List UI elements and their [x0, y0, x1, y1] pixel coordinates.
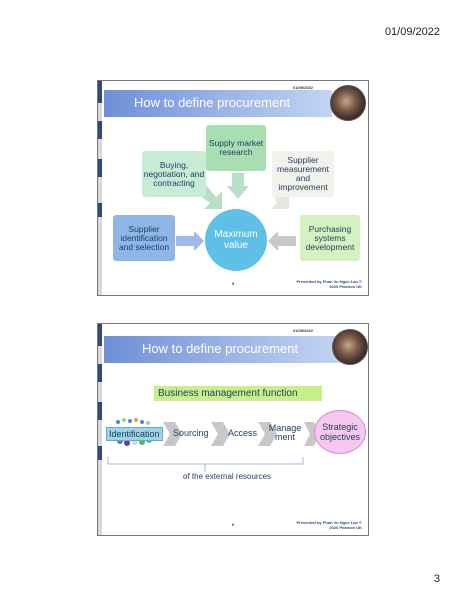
- credit-line2: 2020 Pearson UK: [329, 284, 362, 289]
- title-bar: How to define procurement: [104, 336, 340, 363]
- left-decoration: [98, 81, 102, 295]
- slide-title: How to define procurement: [142, 341, 299, 356]
- box-purchasing-systems: Purchasing systems development: [300, 215, 360, 261]
- box-supplier-measurement: Supplier measurement and improvement: [272, 151, 334, 197]
- process-chevrons: [107, 418, 320, 472]
- slide-date: 01/09/2022: [292, 328, 313, 333]
- slide-5-thumbnail[interactable]: 01/09/2022 How to define procurement Sup…: [97, 80, 369, 296]
- arrow-right: [176, 231, 204, 251]
- credit-line2: 2020 Pearson UK: [329, 525, 362, 530]
- slide-credit: Presented by Phan Vu Ngoc Lan © 2020 Pea…: [297, 520, 362, 530]
- bracket: [107, 457, 304, 465]
- chevron-3: [258, 422, 277, 446]
- step-sourcing: Sourcing: [173, 428, 209, 438]
- strategic-objectives: Strategic objectives: [314, 410, 366, 454]
- slide-number: 5: [232, 281, 235, 286]
- step-access: Access: [228, 428, 258, 438]
- presenter-photo: [330, 85, 366, 121]
- chevron-2: [211, 422, 230, 446]
- credit-line1: Presented by Phan Vu Ngoc Lan ©: [296, 520, 362, 525]
- left-decoration: [98, 324, 102, 535]
- maximum-value-circle: Maximum value: [205, 209, 267, 271]
- slide-6-thumbnail[interactable]: 01/09/2022 How to define procurement Bus…: [97, 323, 369, 536]
- slide-credit: Presented by Phan Vu Ngoc Lan © 2020 Pea…: [297, 279, 362, 289]
- credit-line1: Presented by Phan Vu Ngoc Lan ©: [296, 279, 362, 284]
- title-bar: How to define procurement: [104, 90, 332, 117]
- page-number: 3: [433, 573, 440, 585]
- chevron-1: [163, 422, 182, 446]
- arrow-down: [227, 173, 249, 199]
- arrow-left: [268, 231, 296, 251]
- slide-title: How to define procurement: [134, 95, 291, 110]
- slide-date: 01/09/2022: [292, 85, 313, 90]
- box-supply-market-research: Supply market research: [206, 125, 266, 171]
- business-management-function: Business management function: [154, 386, 322, 401]
- step-identification: Identification: [106, 427, 163, 441]
- box-supplier-identification: Supplier identification and selection: [113, 215, 175, 261]
- external-resources-label: of the external resources: [183, 472, 272, 481]
- page-date: 01/09/2022: [384, 26, 440, 38]
- step-management: Manage ment: [268, 423, 302, 442]
- box-buying-negotiation: Buying, negotiation, and contracting: [142, 151, 206, 197]
- presenter-photo: [332, 329, 368, 365]
- slide-number: 6: [232, 522, 235, 527]
